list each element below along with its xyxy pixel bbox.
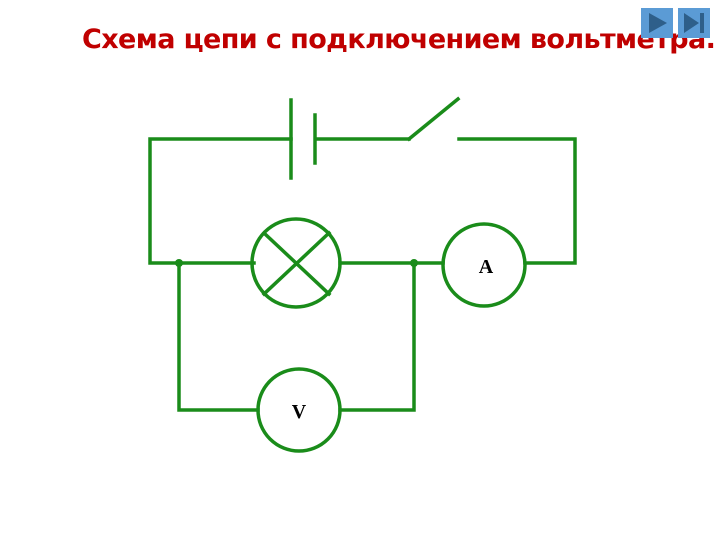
ammeter-label: A — [479, 256, 494, 278]
junction-dot-left — [175, 259, 183, 267]
junction-dot-right — [410, 259, 418, 267]
skip-to-end-icon — [684, 13, 704, 33]
last-slide-button[interactable] — [678, 8, 710, 38]
voltmeter-icon — [256, 367, 342, 453]
wire-left — [148, 137, 293, 265]
slide-title: Схема цепи с подключением вольтметра. — [82, 24, 716, 55]
ammeter-icon — [441, 222, 527, 308]
battery-icon — [289, 98, 317, 180]
wire-voltmeter-branch — [177, 261, 416, 412]
lamp-icon — [250, 217, 342, 309]
next-slide-button[interactable] — [641, 8, 673, 38]
open-switch-icon — [406, 96, 461, 142]
wire-right — [457, 137, 577, 265]
play-next-icon — [649, 13, 667, 33]
voltmeter-label: V — [292, 401, 307, 423]
